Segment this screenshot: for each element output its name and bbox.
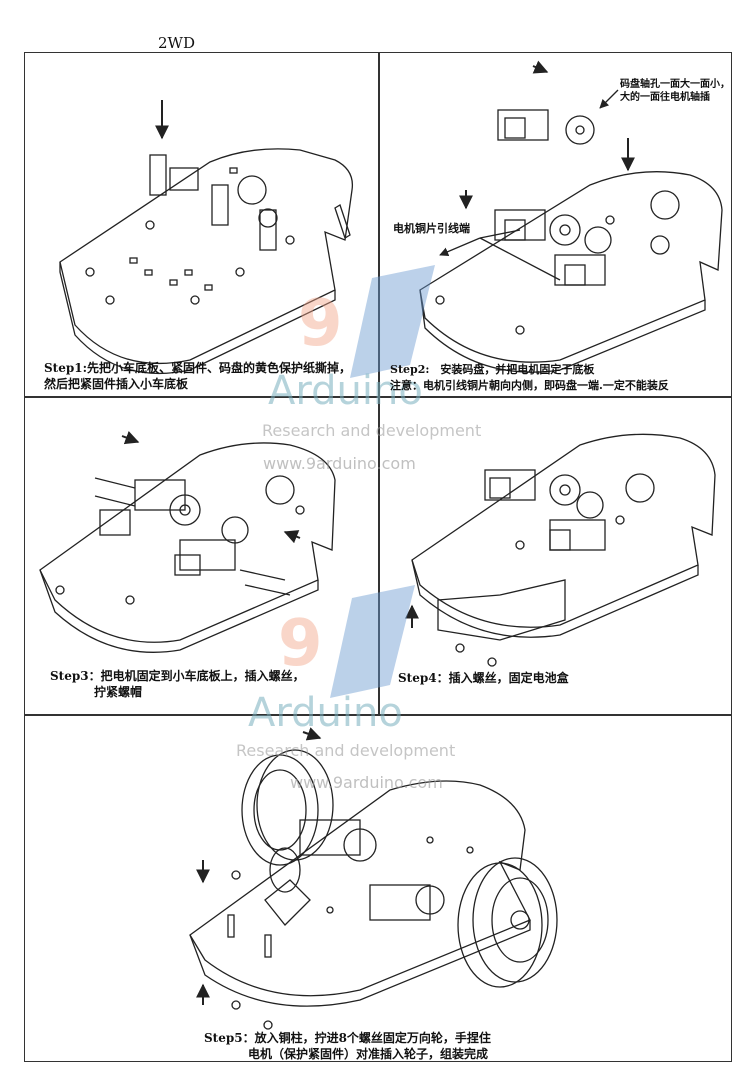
step2-line-2: 注意：电机引线铜片朝向内侧，即码盘一端.一定不能装反 xyxy=(390,379,669,392)
watermark-brand-1: Arduino xyxy=(268,368,423,414)
step2-chassis xyxy=(419,60,723,373)
watermark-url-1: www.9arduino.com xyxy=(263,454,416,473)
step5-line-2: 电机（保护紧固件）对准插入轮子，组装完成 xyxy=(248,1047,489,1061)
step3-line-2: 拧紧螺帽 xyxy=(94,685,143,699)
step5-line-1: Step5：放入铜柱，拧进8个螺丝固定万向轮，手捏住 xyxy=(204,1031,491,1045)
svg-text:9: 9 xyxy=(298,287,343,361)
encoder-note-line-2: 大的一面往电机轴插 xyxy=(620,92,710,103)
step1-chassis xyxy=(59,100,354,375)
step5-chassis xyxy=(189,727,558,1030)
step5-caption: Step5：放入铜柱，拧进8个螺丝固定万向轮，手捏住 电机（保护紧固件）对准插入… xyxy=(204,1030,491,1062)
watermark-brand-2: Arduino xyxy=(248,690,403,736)
step3-line-1: Step3：把电机固定到小车底板上，插入螺丝， xyxy=(50,669,305,683)
divider-vertical xyxy=(378,52,380,714)
step1-line-1: Step1:先把小车底板、紧固件、码盘的黄色保护纸撕掉， xyxy=(44,361,352,375)
divider-row2 xyxy=(24,714,732,716)
divider-row1 xyxy=(24,396,732,398)
step2-caption: Step2: 安装码盘，并把电机固定于底板 注意：电机引线铜片朝向内侧，即码盘一… xyxy=(390,362,669,394)
encoder-note: 码盘轴孔一面大一面小， 大的一面往电机轴插 xyxy=(620,78,730,104)
watermark-logo-1: 9 xyxy=(298,265,435,378)
step4-caption: Step4：插入螺丝，固定电池盒 xyxy=(398,670,569,686)
step1-caption: Step1:先把小车底板、紧固件、码盘的黄色保护纸撕掉， 然后把紧固件插入小车底… xyxy=(44,360,351,392)
page-title: 2WD xyxy=(158,34,195,52)
step1-line-2: 然后把紧固件插入小车底板 xyxy=(44,377,189,391)
step4-chassis xyxy=(405,433,716,667)
watermark-tagline-1: Research and development xyxy=(262,421,482,440)
encoder-note-line-1: 码盘轴孔一面大一面小， xyxy=(620,79,730,90)
step2-line-1: Step2: 安装码盘，并把电机固定于底板 xyxy=(390,363,595,376)
watermark-url-2: www.9arduino.com xyxy=(290,773,443,792)
step3-caption: Step3：把电机固定到小车底板上，插入螺丝， 拧紧螺帽 xyxy=(50,668,305,700)
step3-chassis xyxy=(39,431,336,653)
wire-label: 电机铜片引线端 xyxy=(393,222,470,235)
svg-text:9: 9 xyxy=(278,607,323,681)
step4-line-1: Step4：插入螺丝，固定电池盒 xyxy=(398,671,569,685)
watermark-tagline-2: Research and development xyxy=(236,741,456,760)
watermark-logo-2: 9 xyxy=(278,585,415,698)
